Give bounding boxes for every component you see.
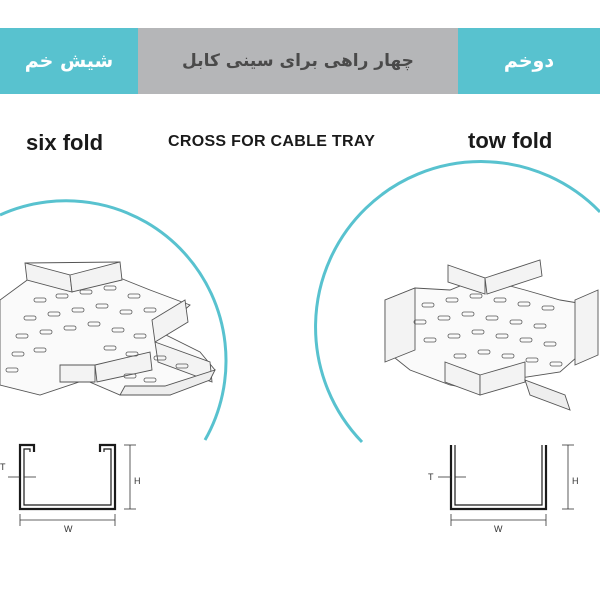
six-fold-h-label: H bbox=[134, 476, 141, 486]
six-fold-dimensions bbox=[8, 444, 136, 526]
two-fold-h-label: H bbox=[572, 476, 579, 486]
left-arc bbox=[0, 199, 228, 441]
six-fold-persian-label: شیش خم bbox=[0, 28, 138, 94]
banner-title: چهار راهی برای سینی کابل bbox=[138, 28, 458, 94]
six-fold-cross-tray bbox=[0, 261, 216, 396]
six-fold-t-label: T bbox=[0, 462, 6, 472]
six-fold-w-label: W bbox=[64, 524, 73, 534]
two-fold-persian-label: دوخم bbox=[458, 28, 600, 94]
right-arc bbox=[314, 160, 600, 444]
tow-fold-heading: tow fold bbox=[468, 128, 553, 153]
two-fold-cross-tray bbox=[384, 259, 599, 411]
six-fold-heading: six fold bbox=[26, 130, 104, 155]
two-fold-w-label: W bbox=[494, 524, 503, 534]
cross-heading: CROSS FOR CABLE TRAY bbox=[168, 133, 376, 150]
six-fold-profile bbox=[18, 443, 117, 511]
two-fold-dimensions bbox=[438, 444, 574, 526]
two-fold-t-label: T bbox=[428, 472, 434, 482]
header-banner: شیش خم چهار راهی برای سینی کابل دوخم bbox=[0, 28, 600, 94]
